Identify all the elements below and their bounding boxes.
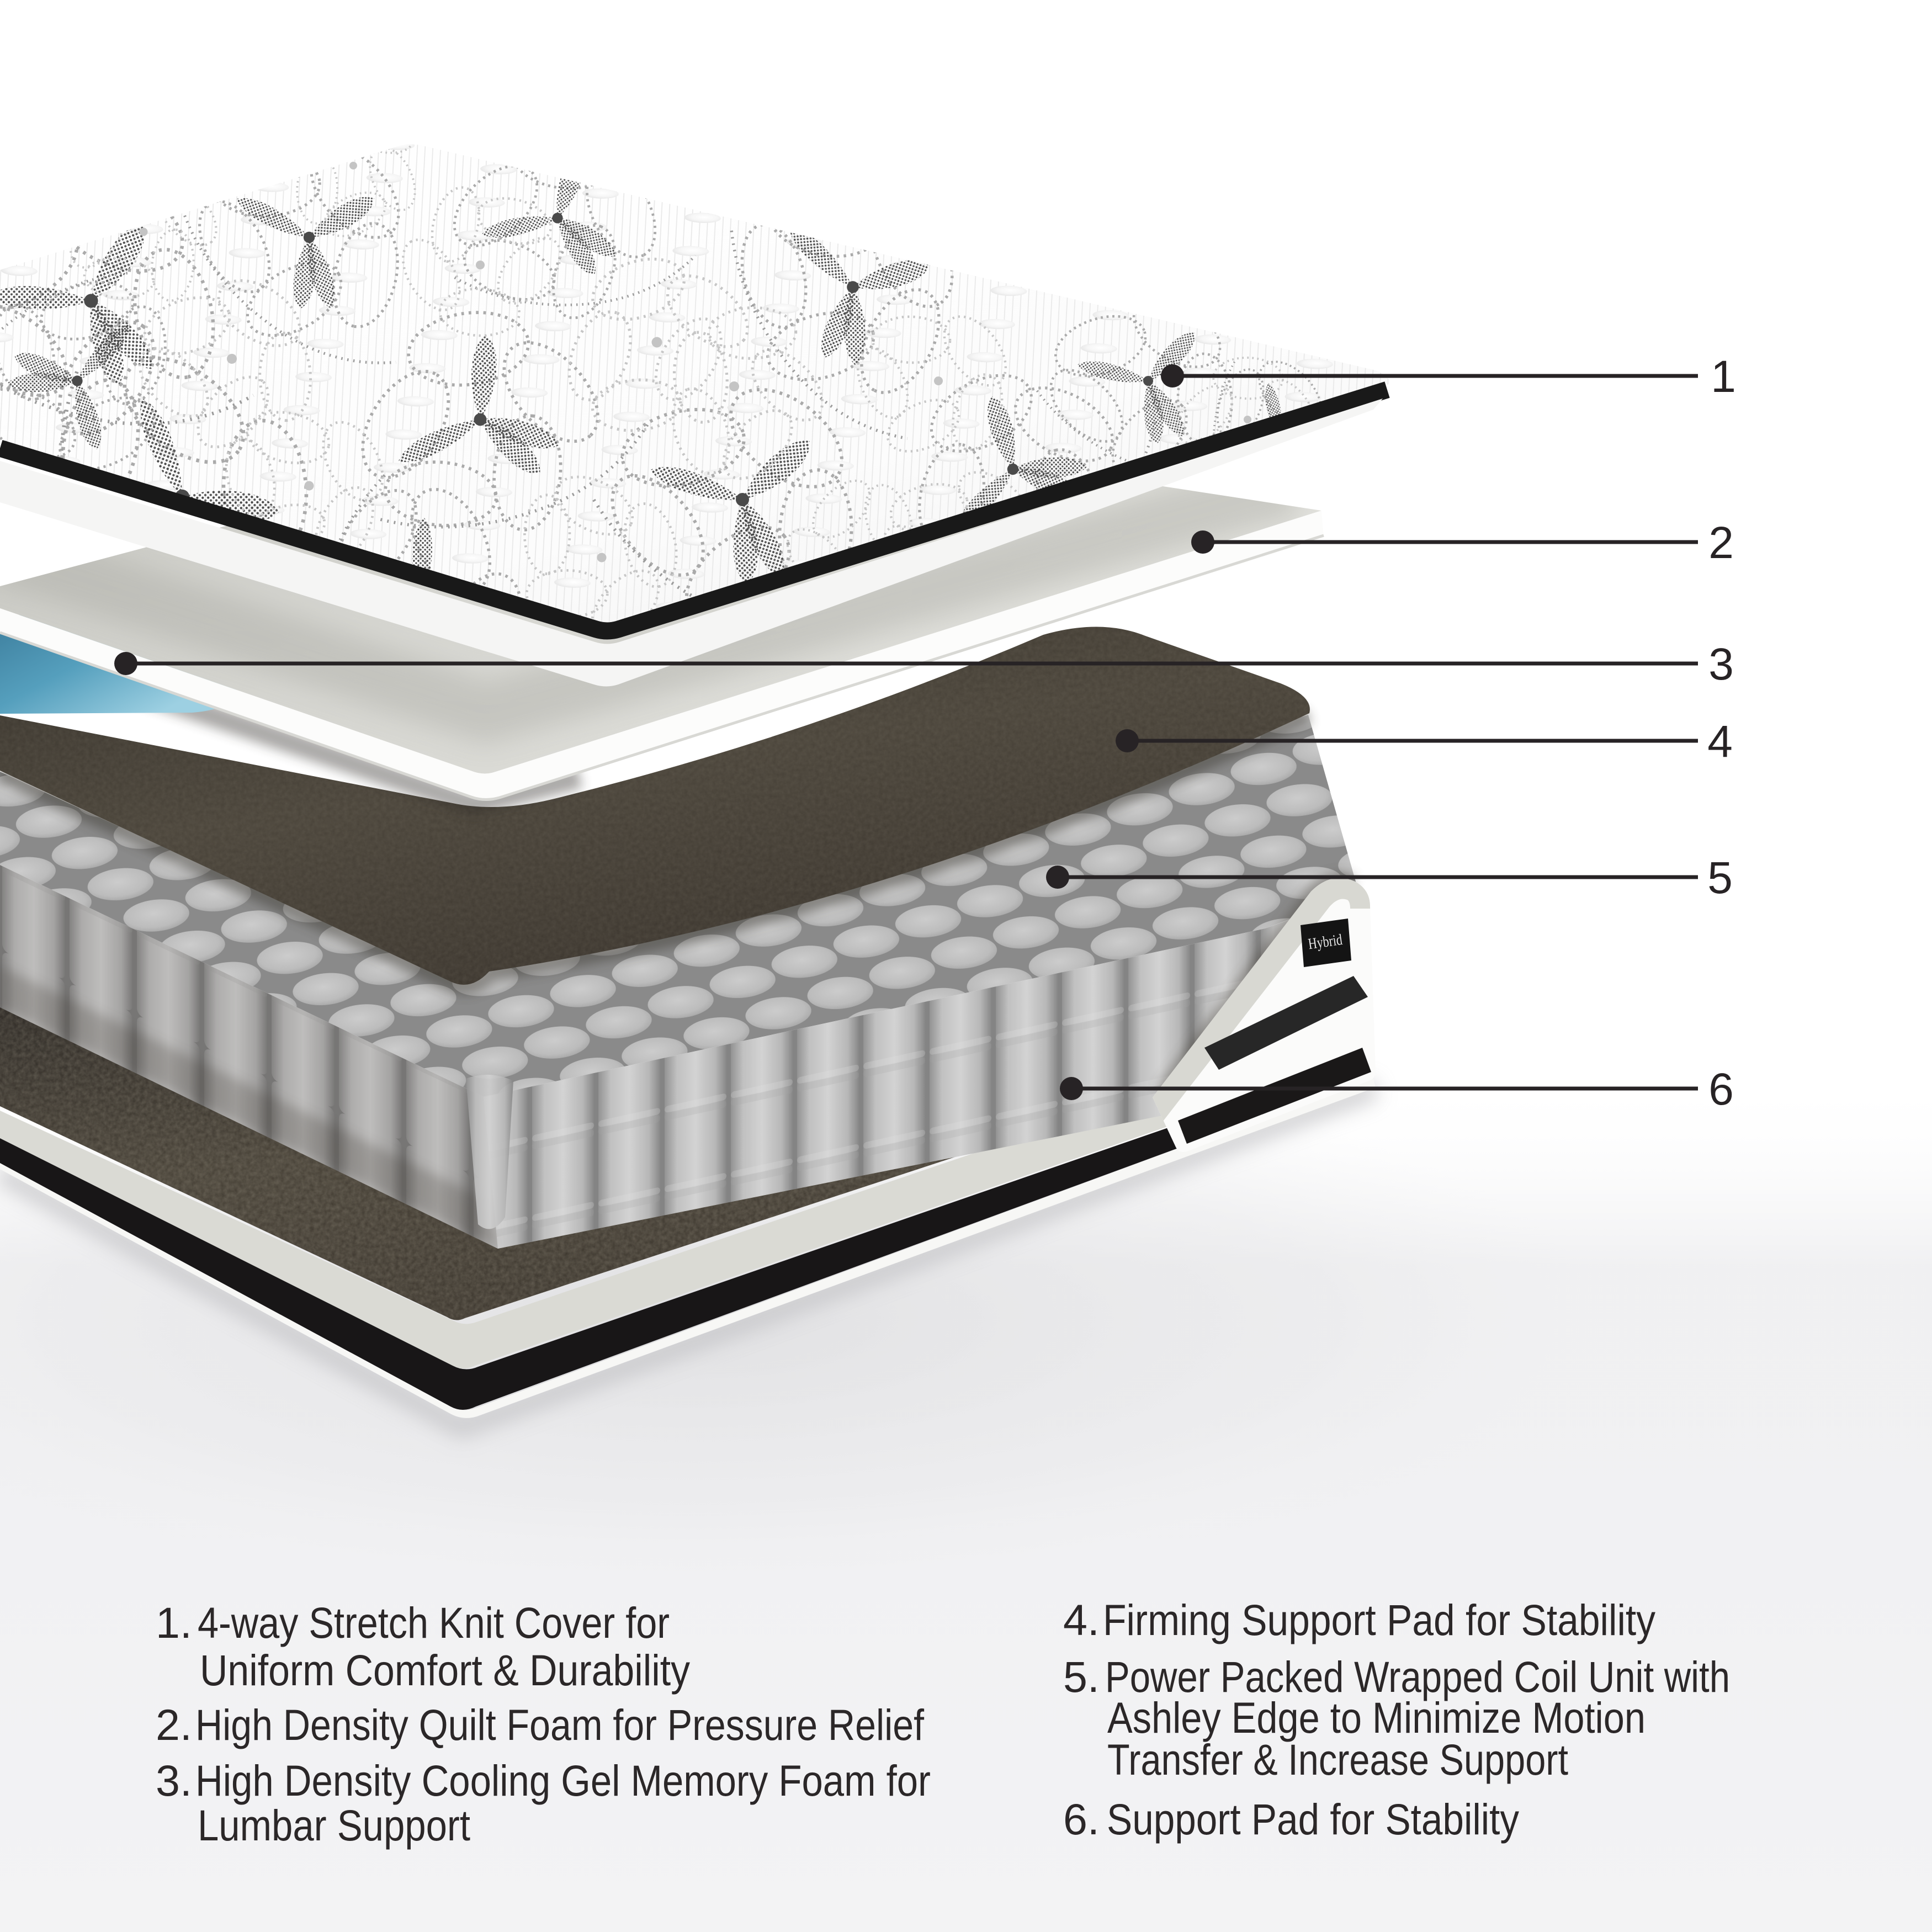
svg-text:4: 4 <box>1707 716 1733 767</box>
svg-text:Power Packed Wrapped Coil Unit: Power Packed Wrapped Coil Unit with <box>1105 1652 1730 1701</box>
svg-text:3: 3 <box>1708 639 1734 689</box>
svg-text:2: 2 <box>1708 518 1734 568</box>
svg-text:High Density Cooling Gel Memor: High Density Cooling Gel Memory Foam for <box>195 1756 931 1805</box>
svg-text:Uniform Comfort & Durability: Uniform Comfort & Durability <box>200 1646 690 1695</box>
svg-text:4.: 4. <box>1063 1595 1100 1644</box>
svg-text:High Density Quilt Foam for Pr: High Density Quilt Foam for Pressure Rel… <box>195 1700 925 1749</box>
svg-text:Lumbar Support: Lumbar Support <box>198 1801 470 1850</box>
svg-text:Ashley Edge to Minimize Motion: Ashley Edge to Minimize Motion <box>1107 1693 1646 1742</box>
svg-text:Firming Support Pad for Stabil: Firming Support Pad for Stability <box>1103 1595 1655 1644</box>
svg-text:Support Pad for Stability: Support Pad for Stability <box>1107 1795 1519 1844</box>
svg-text:6: 6 <box>1708 1064 1734 1114</box>
svg-text:5.: 5. <box>1063 1652 1100 1701</box>
svg-text:4-way Stretch Knit Cover for: 4-way Stretch Knit Cover for <box>198 1598 670 1647</box>
svg-text:Transfer & Increase Support: Transfer & Increase Support <box>1107 1735 1568 1784</box>
svg-text:1: 1 <box>1711 352 1736 402</box>
svg-text:5: 5 <box>1707 853 1733 903</box>
svg-text:2.: 2. <box>156 1700 192 1749</box>
svg-text:6.: 6. <box>1063 1795 1100 1844</box>
svg-text:1.: 1. <box>156 1598 192 1647</box>
svg-text:3.: 3. <box>156 1756 192 1805</box>
